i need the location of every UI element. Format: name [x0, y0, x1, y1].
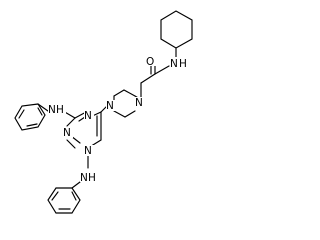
upper-phenyl-double-b	[26, 123, 38, 127]
bond-lines	[14, 10, 193, 214]
cyclohexane-ring	[160, 10, 193, 49]
piperazine-nitrogen-1-label: N	[135, 97, 143, 109]
triazine-nitrogen-top-label: N	[84, 110, 92, 122]
bond-upper-amine-phenyl	[37, 103, 49, 112]
bond-pip-c5-c6	[123, 89, 136, 97]
amide-nitrogen-label: N	[170, 58, 178, 70]
bond-carbonyl-ch2	[140, 73, 156, 84]
lower-aniline-nitrogen-label: N	[80, 172, 88, 184]
upper-aniline-hydrogen-label: H	[56, 104, 64, 116]
bond-triazine-n1-c6	[66, 117, 76, 127]
lower-aniline-hydrogen-label: H	[88, 172, 96, 184]
upper-aniline-nitrogen-label: N	[48, 104, 56, 116]
triazine-nitrogen-left-label: N	[63, 127, 71, 139]
triazine-nitrogen-bottom-label: N	[84, 145, 92, 157]
piperazine-nitrogen-4-label: N	[106, 100, 114, 112]
chemical-structure-diagram: O N H N N N N N N H N H	[14, 10, 193, 214]
upper-phenyl-double-a	[18, 109, 25, 119]
lower-phenyl-ring	[47, 187, 81, 214]
bond-amide-n-carbonyl	[154, 65, 170, 75]
atom-labels: O N H N N N N N N H N H	[48, 55, 192, 184]
bond-pip-n1-c2	[124, 110, 136, 118]
lower-phenyl-double-c	[71, 191, 77, 201]
bond-pip-n4-c5	[113, 89, 125, 97]
bond-triazine-c2-n1	[66, 139, 76, 149]
lower-phenyl-double-a	[51, 191, 59, 201]
bond-pip-c2-c3	[113, 110, 126, 118]
amide-oxygen-label: O	[146, 56, 154, 68]
upper-phenyl-double-c	[37, 107, 43, 116]
amide-hydrogen-label: H	[179, 58, 187, 70]
upper-phenyl-ring	[14, 103, 46, 131]
bond-lower-amine-phenyl	[71, 181, 81, 189]
